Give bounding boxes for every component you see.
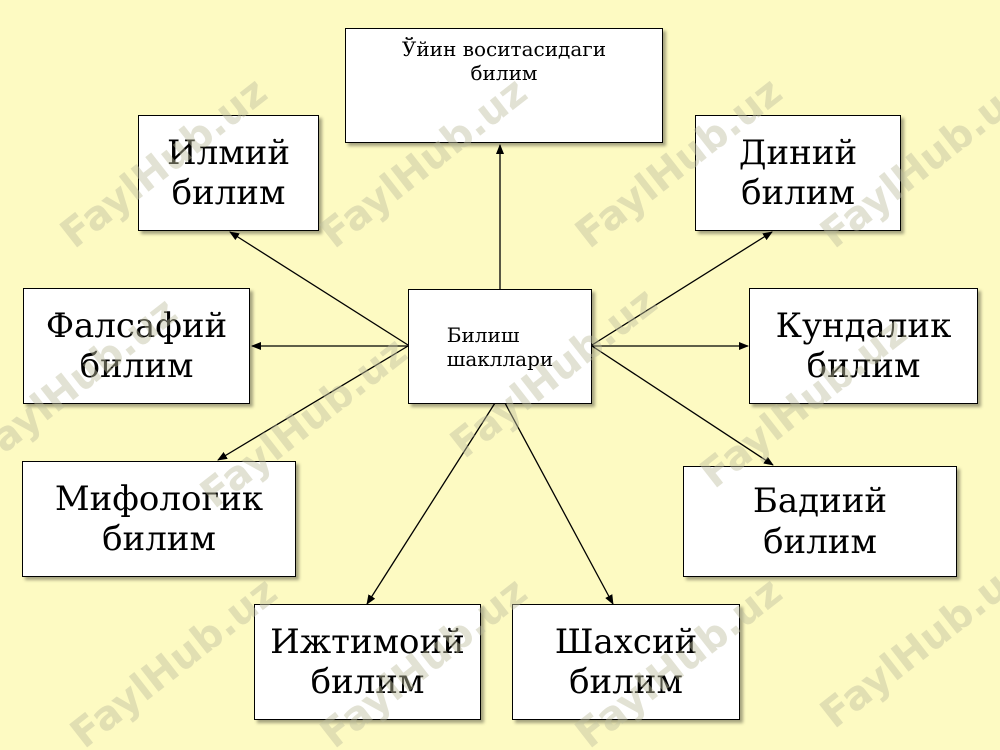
node-artistic-line1: Бадиий (752, 481, 888, 522)
node-mythological-line2: билим (102, 519, 216, 559)
node-philosophical-line1: Фалсафий (45, 305, 228, 346)
node-everyday-line1: Кундалик (775, 305, 952, 346)
node-game-line1: Ўйин воситасидаги (401, 37, 607, 61)
node-religious-line1: Диний (738, 132, 858, 173)
node-scientific-line2: билим (171, 173, 286, 213)
node-artistic-knowledge: Бадиий билим (683, 466, 957, 577)
arrow-to-social (366, 402, 496, 605)
node-philosophical-knowledge: Фалсафий билим (23, 288, 250, 404)
arrow-to-mythological (217, 345, 409, 461)
node-game-line2: билим (470, 61, 538, 85)
node-mythological-knowledge: Мифологик билим (22, 461, 296, 577)
arrow-to-scientific (229, 231, 409, 346)
node-personal-line1: Шахсий (554, 621, 698, 662)
node-artistic-line2: билим (763, 521, 877, 562)
center-line2: шакллари (446, 346, 554, 371)
center-node-forms-of-cognition: Билиш шакллари (408, 289, 592, 404)
node-religious-knowledge: Диний билим (695, 115, 901, 231)
arrow-to-personal (504, 402, 614, 605)
node-social-knowledge: Ижтимоий билим (254, 604, 481, 720)
node-personal-knowledge: Шахсий билим (512, 604, 740, 720)
arrow-to-religious (591, 231, 773, 346)
node-everyday-knowledge: Кундалик билим (749, 288, 978, 404)
node-scientific-knowledge: Илмий билим (138, 115, 319, 231)
node-philosophical-line2: билим (79, 346, 194, 386)
node-religious-line2: билим (741, 173, 855, 213)
node-social-line2: билим (310, 662, 425, 702)
node-personal-line2: билим (569, 662, 683, 702)
node-scientific-line1: Илмий (166, 132, 291, 173)
arrow-to-artistic (591, 345, 774, 466)
node-social-line1: Ижтимоий (270, 621, 465, 662)
node-game-knowledge: Ўйин воситасидаги билим (345, 28, 663, 143)
node-everyday-line2: билим (806, 346, 921, 386)
center-line1: Билиш (446, 322, 520, 347)
node-mythological-line1: Мифологик (54, 478, 264, 519)
